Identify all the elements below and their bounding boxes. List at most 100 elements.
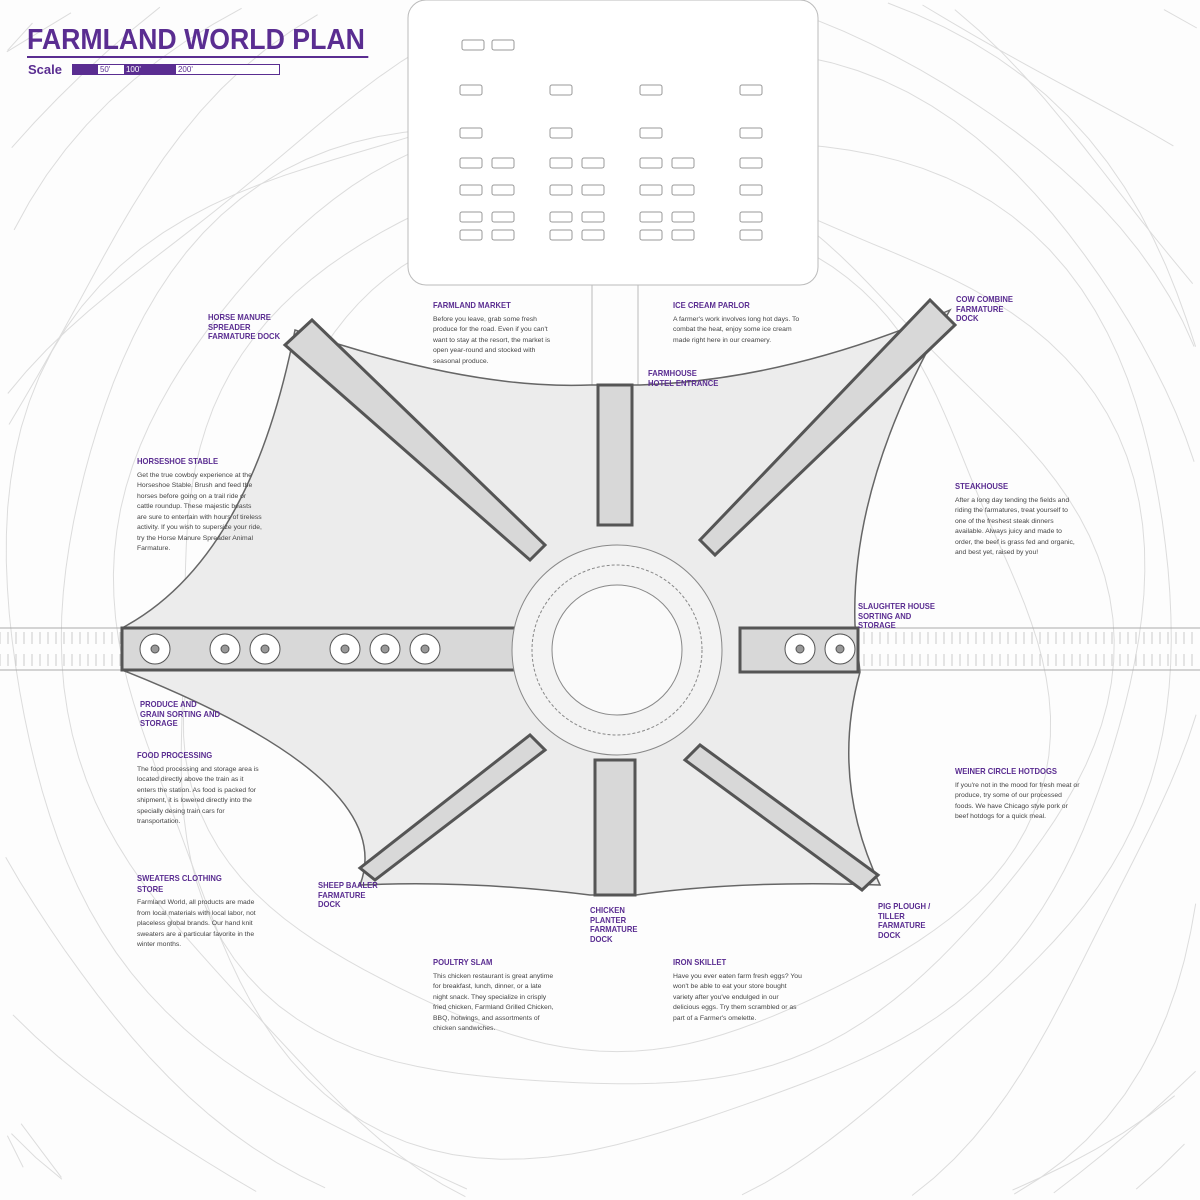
parking-car xyxy=(639,211,663,223)
parking-car xyxy=(491,211,515,223)
parking-car xyxy=(491,184,515,196)
parking-car xyxy=(581,184,605,196)
label-sheep-dock: SHEEP BAALER FARMATURE DOCK xyxy=(318,880,378,909)
parking-car xyxy=(639,84,663,96)
parking-car xyxy=(459,211,483,223)
scale-tick: 50' xyxy=(97,65,124,74)
desc-text: After a long day tending the fields and … xyxy=(955,496,1075,557)
parking-lot xyxy=(407,0,819,286)
scale-tick: 100' xyxy=(123,65,176,74)
scale-label: Scale xyxy=(28,62,62,77)
turntable-hub xyxy=(340,644,350,654)
parking-car xyxy=(581,157,605,169)
contour-line xyxy=(5,50,1197,1196)
turntable-hub xyxy=(795,644,805,654)
topographic-contours xyxy=(5,2,1198,1198)
parking-car xyxy=(491,39,515,51)
desc-title: WEINER CIRCLE HOTDOGS xyxy=(955,766,1058,776)
parking-car xyxy=(461,39,485,51)
desc-title: IRON SKILLET xyxy=(673,957,727,967)
label-hotel-entrance: FARMHOUSE HOTEL ENTRANCE xyxy=(648,368,719,388)
desc-title: HORSESHOE STABLE xyxy=(137,456,219,466)
parking-car xyxy=(549,157,573,169)
desc-text: Farmland World, all products are made fr… xyxy=(137,899,256,948)
desc-title: ICE CREAM PARLOR xyxy=(673,300,750,310)
parking-car xyxy=(581,211,605,223)
desc-steakhouse: STEAKHOUSE After a long day tending the f… xyxy=(955,481,1080,559)
central-plaza xyxy=(511,544,723,756)
parking-car xyxy=(739,127,763,139)
parking-car xyxy=(671,157,695,169)
desc-text: This chicken restaurant is great anytime… xyxy=(433,972,554,1033)
desc-title: STEAKHOUSE xyxy=(955,481,1009,491)
access-road xyxy=(591,285,639,385)
parking-car xyxy=(671,229,695,241)
parking-car xyxy=(459,127,483,139)
parking-car xyxy=(739,84,763,96)
parking-car xyxy=(549,127,573,139)
scale-tick: 200' xyxy=(175,65,279,74)
parking-car xyxy=(549,229,573,241)
parking-car xyxy=(639,184,663,196)
desc-horseshoe-stable: HORSESHOE STABLE Get the true cowboy expe… xyxy=(137,456,262,555)
turntable-hub xyxy=(150,644,160,654)
contour-line xyxy=(5,8,1197,1195)
train-tracks xyxy=(0,627,1200,671)
desc-ice-cream-parlor: ICE CREAM PARLOR A farmer's work involves… xyxy=(673,300,803,346)
turntable-hub xyxy=(380,644,390,654)
desc-food-processing: FOOD PROCESSING The food processing and s… xyxy=(137,750,262,828)
desc-title: FOOD PROCESSING xyxy=(137,750,213,760)
desc-iron-skillet: IRON SKILLET Have you ever eaten farm fre… xyxy=(673,957,803,1024)
desc-title: POULTRY SLAM xyxy=(433,957,493,967)
turntables xyxy=(139,633,856,665)
parking-car xyxy=(671,184,695,196)
parking-car xyxy=(639,229,663,241)
label-pig-dock: PIG PLOUGH / TILLER FARMATURE DOCK xyxy=(878,901,931,940)
scale-segment xyxy=(72,65,98,74)
desc-title: SWEATERS CLOTHING STORE xyxy=(137,873,222,894)
parking-spaces xyxy=(459,39,763,241)
desc-text: Have you ever eaten farm fresh eggs? You… xyxy=(673,972,802,1022)
parking-car xyxy=(639,127,663,139)
label-slaughter-house: SLAUGHTER HOUSE SORTING AND STORAGE xyxy=(858,601,935,630)
parking-car xyxy=(491,229,515,241)
desc-text: Get the true cowboy experience at the Ho… xyxy=(137,471,262,553)
parking-car xyxy=(491,157,515,169)
desc-title: FARMLAND MARKET xyxy=(433,300,511,310)
desc-weiner-circle: WEINER CIRCLE HOTDOGS If you're not in th… xyxy=(955,766,1080,823)
turntable-hub xyxy=(220,644,230,654)
parking-car xyxy=(739,229,763,241)
desc-text: A farmer's work involves long hot days. … xyxy=(673,315,800,344)
label-cow-dock: COW COMBINE FARMATURE DOCK xyxy=(956,294,1013,323)
desc-sweaters-store: SWEATERS CLOTHING STORE Farmland World, a… xyxy=(137,873,262,951)
contour-line xyxy=(6,12,72,53)
parking-car xyxy=(459,184,483,196)
contour-line xyxy=(112,125,1146,1160)
parking-car xyxy=(639,157,663,169)
scale-bar-segments: 50' 100' 200' xyxy=(71,64,280,75)
contour-line xyxy=(8,2,1197,1192)
parking-car xyxy=(549,211,573,223)
turntable-hub xyxy=(260,644,270,654)
parking-car xyxy=(549,84,573,96)
parking-car xyxy=(459,157,483,169)
contour-line xyxy=(6,4,1185,1190)
parking-car xyxy=(459,229,483,241)
desc-text: The food processing and storage area is … xyxy=(137,765,259,826)
label-chicken-dock: CHICKEN PLANTER FARMATURE DOCK xyxy=(590,905,638,944)
desc-poultry-slam: POULTRY SLAM This chicken restaurant is g… xyxy=(433,957,558,1035)
desc-text: Before you leave, grab some fresh produc… xyxy=(433,315,551,365)
parking-car xyxy=(739,184,763,196)
parking-car xyxy=(549,184,573,196)
desc-farmland-market: FARMLAND MARKET Before you leave, grab so… xyxy=(433,300,561,367)
desc-text: If you're not in the mood for fresh meat… xyxy=(955,781,1080,821)
label-produce-grain: PRODUCE AND GRAIN SORTING AND STORAGE xyxy=(140,699,221,728)
label-horse-dock: HORSE MANURE SPREADER FARMATURE DOCK xyxy=(208,312,281,341)
scale-bar: Scale 50' 100' 200' xyxy=(28,62,280,77)
contour-line xyxy=(11,7,1196,1194)
parking-car xyxy=(671,211,695,223)
turntable-hub xyxy=(835,644,845,654)
page-title: FARMLAND WORLD PLAN xyxy=(27,24,369,58)
contour-line xyxy=(7,9,1198,1178)
